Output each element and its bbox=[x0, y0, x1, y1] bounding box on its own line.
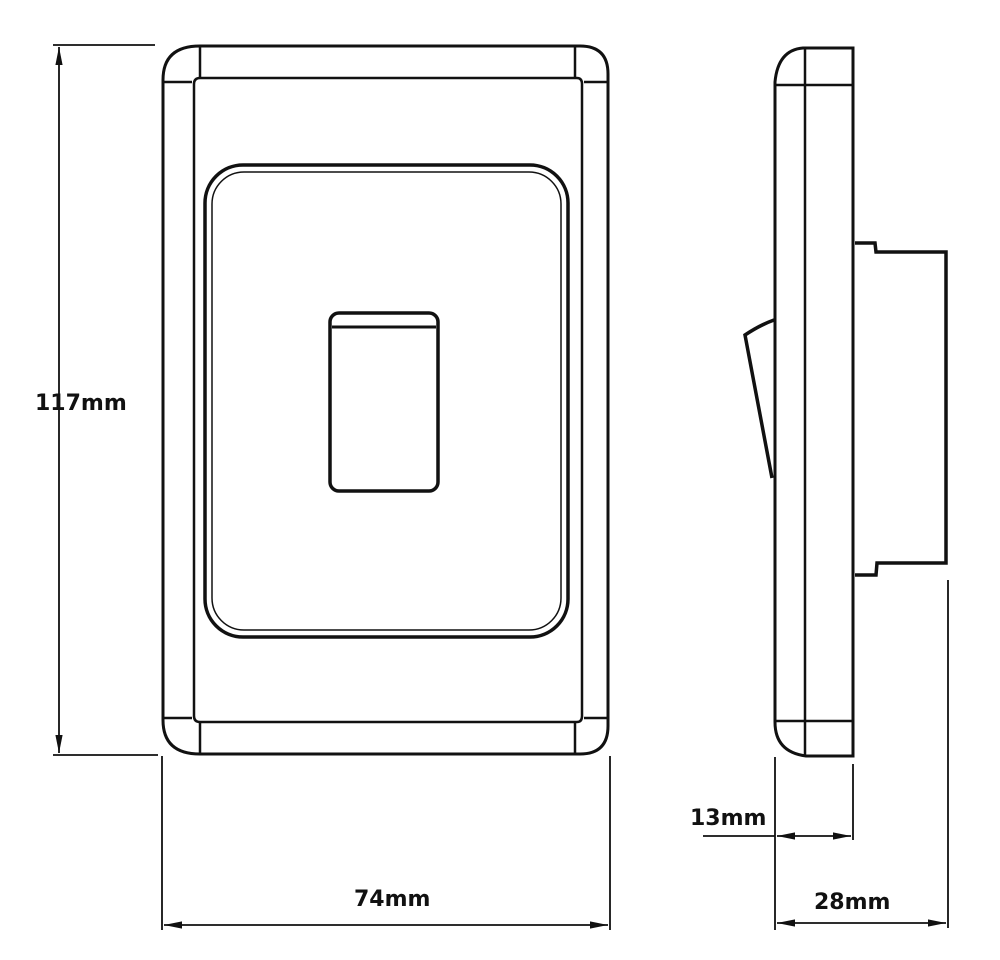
plate-depth-label: 13mm bbox=[690, 806, 767, 831]
total-depth-dimension bbox=[777, 580, 949, 928]
switch-panel bbox=[203, 163, 570, 639]
width-dimension bbox=[161, 756, 611, 930]
total-depth-label: 28mm bbox=[814, 890, 891, 915]
plate-depth-dimension bbox=[703, 757, 854, 930]
rocker-profile bbox=[743, 318, 775, 479]
height-dimension bbox=[53, 44, 158, 756]
width-label: 74mm bbox=[354, 887, 431, 912]
height-label: 117mm bbox=[35, 391, 127, 416]
rocker-switch bbox=[328, 311, 440, 493]
side-view bbox=[743, 46, 948, 758]
inner-frame bbox=[192, 76, 584, 724]
outer-plate bbox=[161, 44, 610, 756]
front-view bbox=[161, 44, 610, 756]
back-box bbox=[855, 241, 948, 577]
